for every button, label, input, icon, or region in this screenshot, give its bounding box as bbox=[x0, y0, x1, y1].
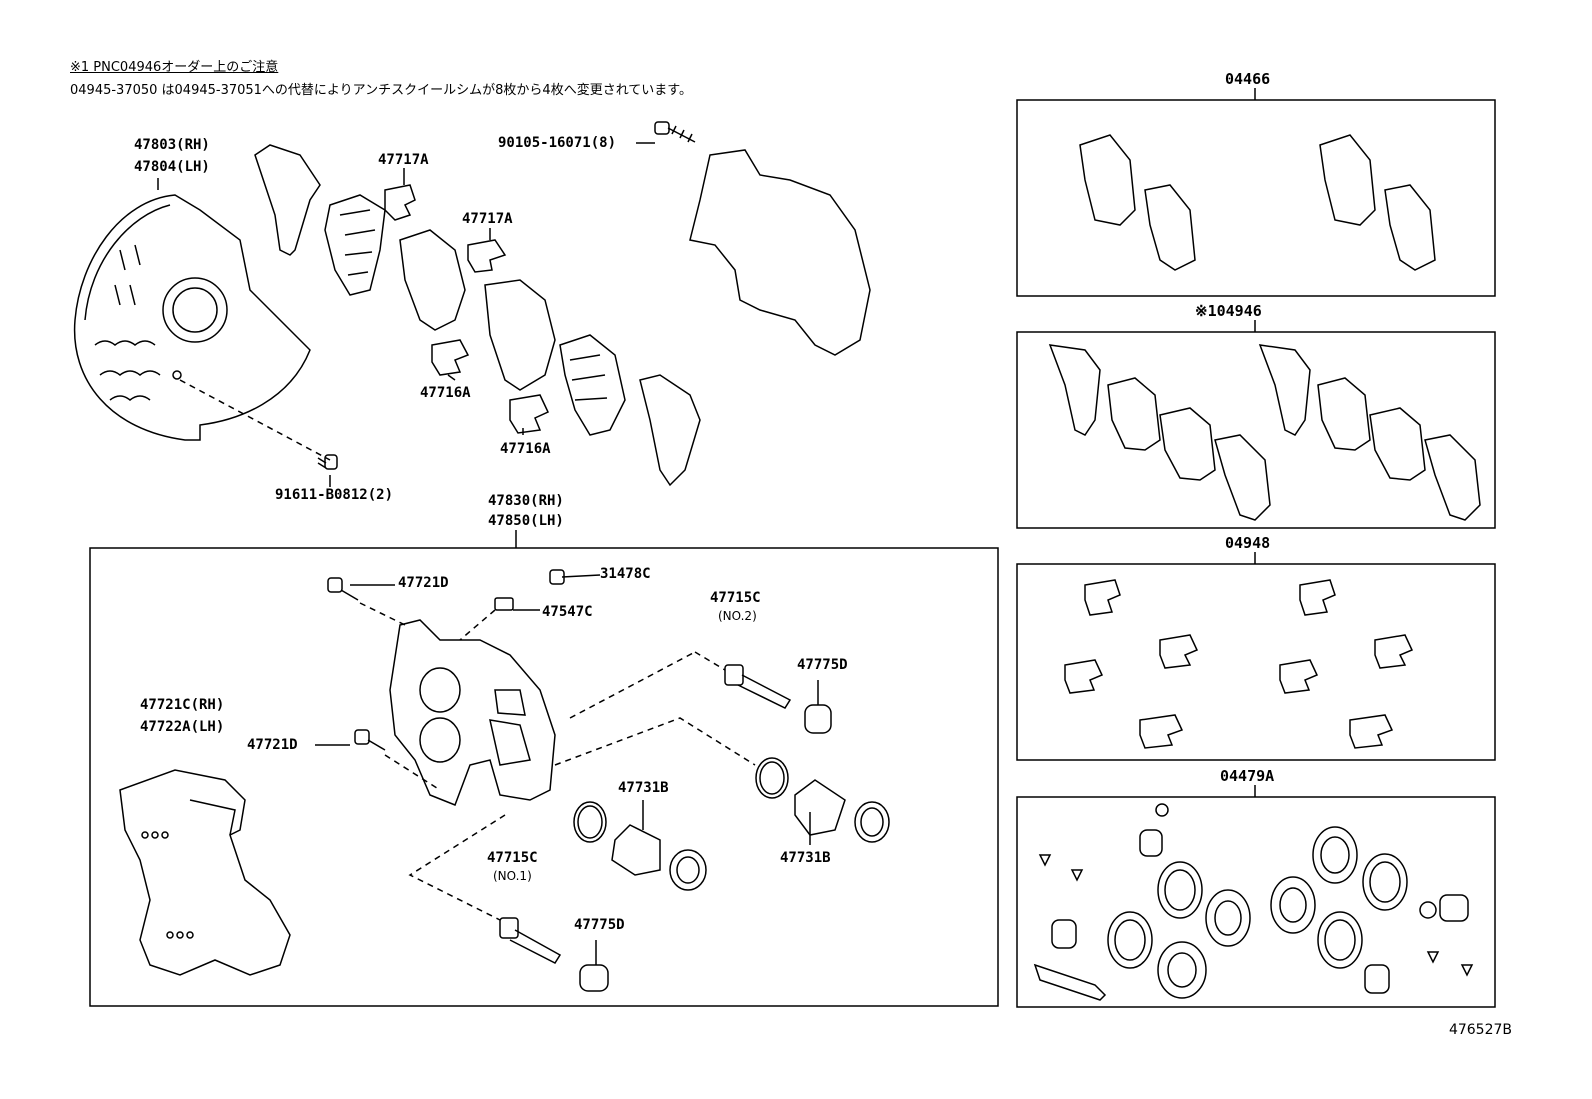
label-caliper-lh: 47850(LH) bbox=[488, 513, 564, 529]
order-note-title: ※1 PNC04946オーダー上のご注意 bbox=[70, 60, 279, 75]
caliper-body-drawing bbox=[390, 620, 555, 805]
label-mount-rh: 47721C(RH) bbox=[140, 697, 225, 713]
order-note-body: 04945-37050 は04945-37051への代替によりアンチスクイールシ… bbox=[70, 83, 693, 98]
label-clip-47716a-2: 47716A bbox=[500, 441, 551, 457]
pin-no1-drawing bbox=[500, 918, 560, 963]
label-bleeder-plug: 47547C bbox=[542, 604, 593, 620]
label-shield-lh: 47804(LH) bbox=[134, 159, 210, 175]
label-mount-lh: 47722A(LH) bbox=[140, 719, 225, 735]
kit-title-pads: 04466 bbox=[1225, 70, 1271, 88]
label-bleeder-bolt: 47721D bbox=[398, 575, 449, 591]
kit-title-shims: ※104946 bbox=[1195, 302, 1262, 320]
label-boot-bottom: 47775D bbox=[574, 917, 625, 933]
top-bolt-drawing bbox=[655, 122, 695, 142]
label-caliper-rh: 47830(RH) bbox=[488, 493, 564, 509]
label-shield-rh: 47803(RH) bbox=[134, 137, 210, 153]
label-bleeder-cap: 31478C bbox=[600, 566, 651, 582]
label-clip-47716a-1: 47716A bbox=[420, 385, 471, 401]
dust-shield-drawing bbox=[75, 195, 310, 440]
figure-number: 476527B bbox=[1448, 1022, 1512, 1038]
label-pin-no2-sub: (NO.2) bbox=[718, 609, 757, 623]
kit-title-seals: 04479A bbox=[1220, 767, 1275, 785]
label-piston-a: 47731B bbox=[618, 780, 669, 796]
kit-title-clips: 04948 bbox=[1225, 534, 1271, 552]
label-pin-no1: 47715C bbox=[487, 850, 538, 866]
label-shield-bolt: 91611-B0812(2) bbox=[275, 487, 394, 503]
pin-no2-drawing bbox=[725, 665, 790, 708]
label-pin-no1-sub: (NO.1) bbox=[493, 869, 532, 883]
label-clip-47717a-2: 47717A bbox=[462, 211, 513, 227]
label-clip-47717a-1: 47717A bbox=[378, 152, 429, 168]
shield-bolt-drawing bbox=[318, 455, 337, 469]
label-piston-b: 47731B bbox=[780, 850, 831, 866]
label-pin-no2: 47715C bbox=[710, 590, 761, 606]
label-top-bolt: 90105-16071(8) bbox=[498, 135, 617, 151]
mounting-bracket-drawing bbox=[120, 770, 290, 975]
label-bolt-lower: 47721D bbox=[247, 737, 298, 753]
label-boot-top: 47775D bbox=[797, 657, 848, 673]
